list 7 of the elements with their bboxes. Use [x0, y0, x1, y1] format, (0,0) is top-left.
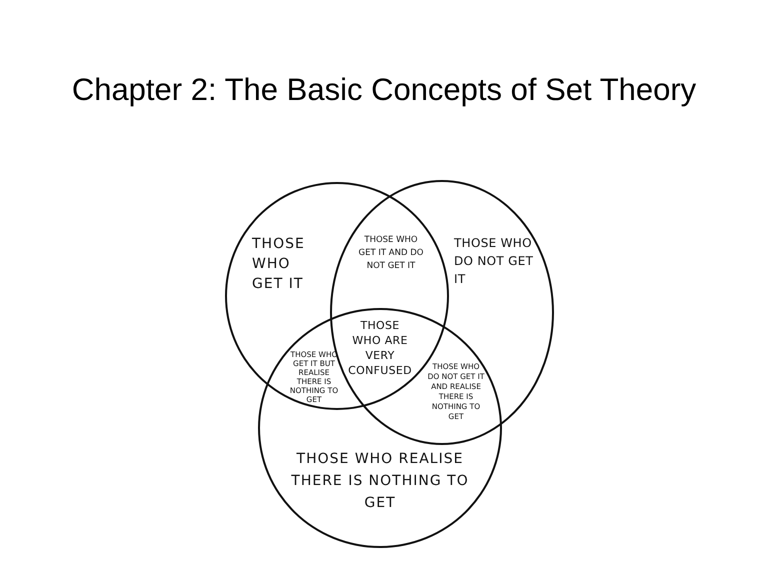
intersection-label: THOSE WHO ARE VERY CONFUSED	[347, 318, 413, 378]
set-label: THOSE WHO REALISE THERE IS NOTHING TO GET	[290, 450, 470, 513]
set-label: THOSE WHO DO NOT GET IT	[454, 235, 534, 288]
venn-circle	[258, 308, 502, 548]
slide-title: Chapter 2: The Basic Concepts of Set Theory	[70, 71, 698, 109]
set-label: THOSE WHO GET IT	[252, 235, 306, 294]
intersection-label: THOSE WHO GET IT AND DO NOT GET IT	[358, 234, 424, 273]
